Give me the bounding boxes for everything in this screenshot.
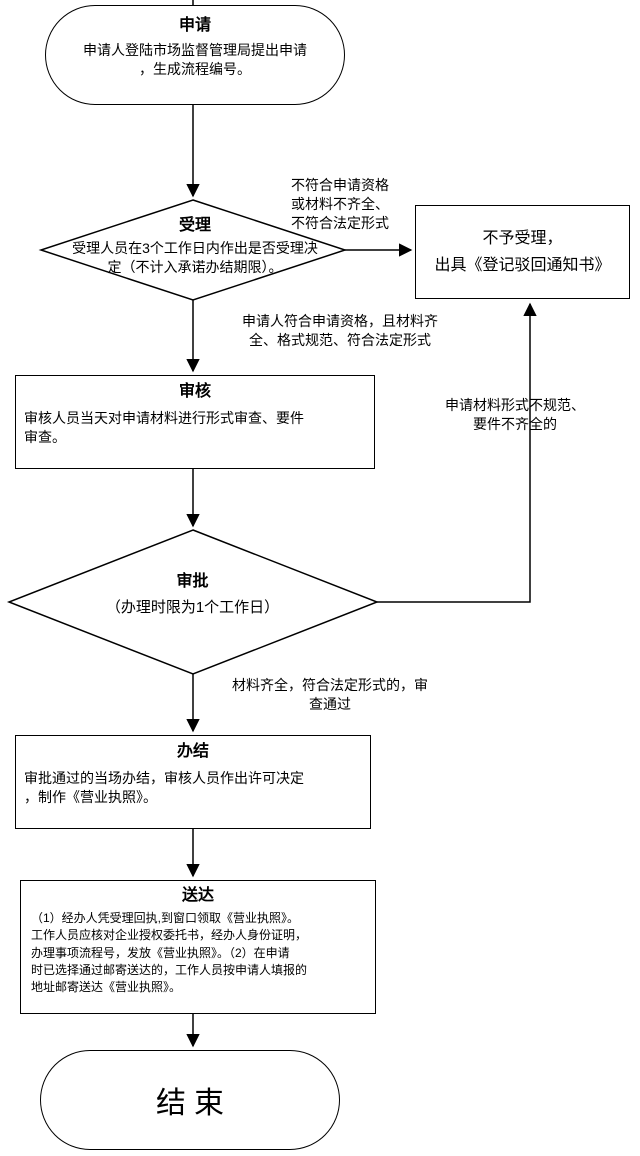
node-apply-title: 申请 <box>178 17 211 34</box>
node-end: 结束 <box>40 1050 340 1150</box>
node-approve-title: 审批 <box>176 573 209 590</box>
node-reject-body: 不予受理， 出具《登记驳回通知书》 <box>434 229 611 274</box>
node-deliver: 送达 （1）经办人凭受理回执,到窗口领取《营业执照》。 工作人员应核对企业授权委… <box>20 880 376 1014</box>
node-accept-body: 受理人员在3个工作日内作出是否受理决 定（不计入承诺办结期限）。 <box>72 239 318 275</box>
edge-label-accept-pass: 申请人符合申请资格，且材料齐 全、格式规范、符合法定形式 <box>242 313 438 348</box>
node-review-title: 审核 <box>178 383 211 400</box>
node-reject: 不予受理， 出具《登记驳回通知书》 <box>415 205 630 299</box>
node-apply-body: 申请人登陆市场监督管理局提出申请 ，生成流程编号。 <box>83 41 307 77</box>
node-complete-body: 审批通过的当场办结，审核人员作出许可决定 ，制作《营业执照》。 <box>24 769 304 805</box>
node-accept-title: 受理 <box>178 217 211 234</box>
node-review-body: 审核人员当天对申请材料进行形式审查、要件 审查。 <box>24 409 304 445</box>
node-complete-title: 办结 <box>176 743 209 760</box>
node-end-title: 结束 <box>156 1087 232 1120</box>
arrow-approve-to-reject <box>377 302 537 603</box>
node-apply: 申请 申请人登陆市场监督管理局提出申请 ，生成流程编号。 <box>45 5 345 105</box>
edge-label-reject-reason: 不符合申请资格 或材料不齐全、 不符合法定形式 <box>291 177 389 231</box>
node-deliver-title: 送达 <box>181 887 214 904</box>
node-approve: 审批 （办理时限为1个工作日） <box>20 572 365 617</box>
edge-label-approve-pass: 材料齐全，符合法定形式的，审 查通过 <box>232 677 428 712</box>
node-deliver-body: （1）经办人凭受理回执,到窗口领取《营业执照》。 工作人员应核对企业授权委托书，… <box>31 910 308 995</box>
edge-label-review-fail: 申请材料形式不规范、 要件不齐全的 <box>445 397 585 432</box>
node-approve-subtitle: （办理时限为1个工作日） <box>105 598 280 616</box>
node-complete: 办结 审批通过的当场办结，审核人员作出许可决定 ，制作《营业执照》。 <box>15 735 371 829</box>
node-accept: 受理 受理人员在3个工作日内作出是否受理决 定（不计入承诺办结期限）。 <box>25 216 365 277</box>
node-review: 审核 审核人员当天对申请材料进行形式审查、要件 审查。 <box>15 375 375 469</box>
